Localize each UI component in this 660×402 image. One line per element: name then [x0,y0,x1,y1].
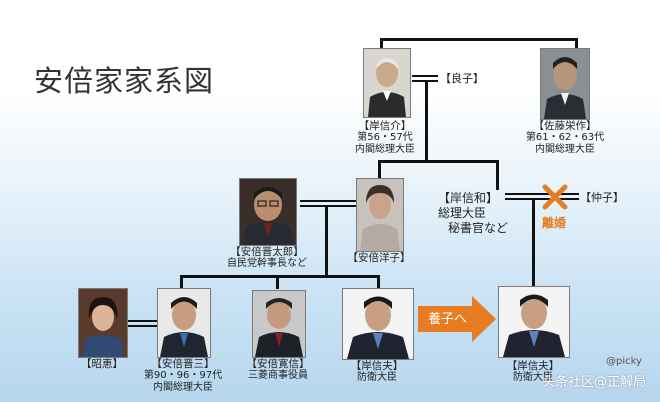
name: 【岸信和】 [438,191,499,205]
connector [377,275,380,289]
marriage-line [300,205,356,207]
connector [276,275,279,289]
adoption-label: 養子へ [428,312,468,327]
portrait-abe-yoko [356,178,404,252]
label-yoshiko: 【良子】 [440,72,484,85]
portrait-abe-shintaro [239,178,297,246]
name: 【岸信介】 [358,120,412,132]
connector [380,38,578,41]
label-kishi-nobuo-adopted: 【岸信夫】 防衛大臣 [498,360,568,384]
portrait-akie [78,288,128,358]
picky-credit: @picky [606,356,642,367]
name: 【安倍寛信】 [246,358,310,370]
role-line: 第61・62・63代 [525,132,605,143]
watermark: 头条社区@正解局 [541,375,646,390]
role-line: 自民党幹事長など [227,258,307,269]
name: 【安倍晋三】 [151,358,215,370]
role-line: 防衛大臣 [513,372,553,383]
label-abe-shintaro: 【安倍晋太郎】 自民党幹事長など [214,246,320,270]
label-akie: 【昭恵】 [70,358,134,370]
portrait-kishi-nobuo-adopted [498,286,570,358]
name: 【岸信夫】 [506,360,560,372]
label-kishi-nobuo: 【岸信夫】 防衛大臣 [342,360,412,384]
connector [180,275,183,289]
marriage-line [127,320,157,322]
connector [325,207,328,277]
role-line: 第56・57代 [357,132,413,143]
role-line: 総理大臣 [438,206,487,220]
marriage-line [505,198,579,200]
page-title: 安倍家家系図 [34,64,215,98]
connector [532,198,535,286]
divorce-label: 離婚 [542,216,567,230]
name: 【昭恵】 [81,358,123,370]
connector [496,160,499,190]
role-line: 第90・96・97代 [143,370,223,381]
adoption-arrow [418,296,496,342]
name: 【安倍晋太郎】 [230,246,304,258]
divorce-cross-icon [542,184,568,210]
portrait-abe-shinzo [157,288,211,358]
name: 【安倍洋子】 [347,252,411,264]
name: 【岸信夫】 [350,360,404,372]
portrait-kishi-nobuo [342,288,414,360]
label-abe-yoko: 【安倍洋子】 [340,252,418,264]
role-line: 防衛大臣 [357,372,397,383]
label-abe-shinzo: 【安倍晋三】 第90・96・97代 内閣総理大臣 [138,358,228,394]
marriage-line [300,200,356,202]
role-line: 内閣総理大臣 [535,144,595,155]
marriage-line [505,193,579,195]
portrait-kishi-nobusuke [363,48,411,118]
connector [378,160,498,163]
portrait-sato-eisaku [540,48,590,120]
marriage-line [127,325,157,327]
role-line: 三菱商事役員 [248,370,308,381]
portrait-abe-hironobu [252,290,306,358]
connector [180,275,380,278]
label-kishi-nobusuke: 【岸信介】 第56・57代 内閣総理大臣 [345,120,425,156]
connector [425,82,428,162]
label-kishi-nobukazu: 【岸信和】 総理大臣 秘書官など [438,191,508,236]
role-line: 秘書官など [448,221,509,235]
label-nakako: 【仲子】 [580,191,624,204]
role-line: 内閣総理大臣 [153,382,213,393]
label-sato-eisaku: 【佐藤栄作】 第61・62・63代 内閣総理大臣 [524,120,606,156]
name: 【佐藤栄作】 [533,120,597,132]
connector [380,38,383,50]
connector [378,160,381,178]
connector [575,38,578,50]
role-line: 内閣総理大臣 [355,144,415,155]
label-abe-hironobu: 【安倍寛信】 三菱商事役員 [238,358,318,382]
marriage-line [412,75,438,77]
marriage-line [412,80,438,82]
